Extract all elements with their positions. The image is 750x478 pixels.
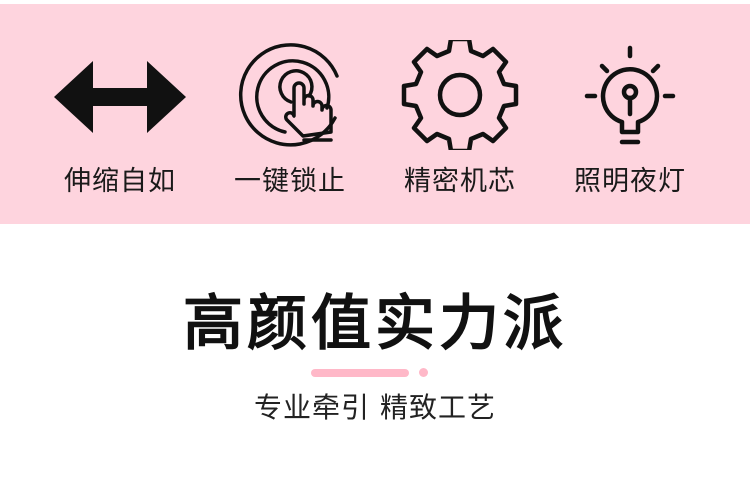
feature-label: 一键锁止 xyxy=(234,166,346,197)
feature-night-light: 照明夜灯 xyxy=(545,4,715,224)
feature-label: 精密机芯 xyxy=(404,166,516,197)
feature-retractable: 伸缩自如 xyxy=(35,4,205,224)
feature-one-key-lock: 一键锁止 xyxy=(205,4,375,224)
light-bulb-icon xyxy=(545,40,715,150)
feature-band: 伸缩自如 一键锁止 精密机芯 xyxy=(0,4,750,224)
feature-label: 照明夜灯 xyxy=(574,166,686,197)
gear-icon xyxy=(375,40,545,150)
subtitle: 专业牵引 精致工艺 xyxy=(254,391,496,424)
touch-button-icon xyxy=(205,40,375,150)
feature-label: 伸缩自如 xyxy=(64,166,176,197)
headline: 高颜值实力派 xyxy=(183,289,567,359)
divider-line xyxy=(311,369,409,377)
feature-precision-movement: 精密机芯 xyxy=(375,4,545,224)
double-arrow-icon xyxy=(35,40,205,150)
divider-dot xyxy=(419,368,428,377)
